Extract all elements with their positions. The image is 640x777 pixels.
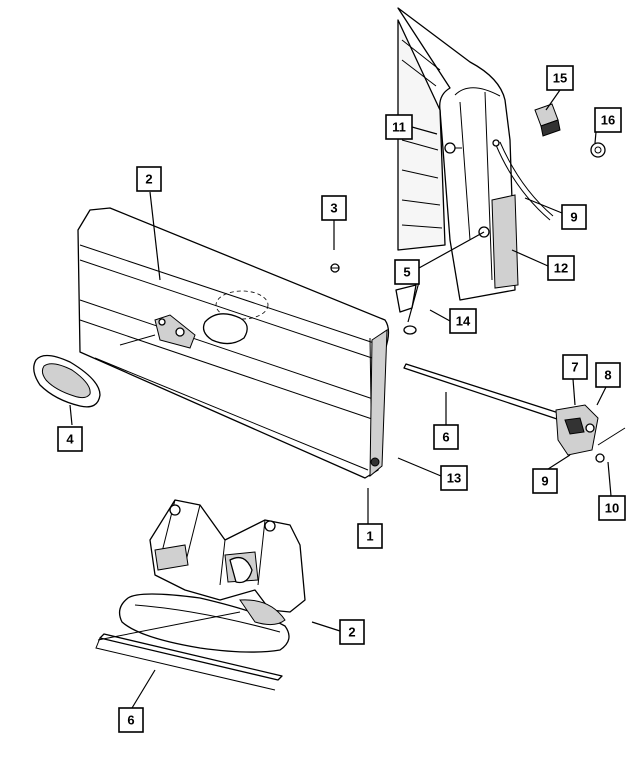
callout-8: 8 bbox=[595, 362, 621, 388]
callout-3-label: 3 bbox=[330, 201, 337, 216]
callout-6-bottom: 6 bbox=[118, 707, 144, 733]
side-latch bbox=[555, 404, 626, 463]
callout-8-label: 8 bbox=[604, 368, 611, 383]
callout-4-label: 4 bbox=[66, 432, 74, 447]
connector-module bbox=[534, 103, 561, 137]
callout-11-label: 11 bbox=[392, 120, 406, 135]
callout-5-label: 5 bbox=[403, 265, 410, 280]
callout-2-top: 2 bbox=[136, 166, 162, 192]
callout-6-bottom-label: 6 bbox=[127, 713, 134, 728]
striker-bolt bbox=[403, 226, 490, 335]
callout-2-bottom-label: 2 bbox=[348, 625, 355, 640]
callout-14-label: 14 bbox=[456, 314, 471, 329]
callout-1-label: 1 bbox=[366, 529, 373, 544]
grommet bbox=[590, 142, 606, 158]
callout-7-label: 7 bbox=[571, 360, 578, 375]
callout-5: 5 bbox=[394, 259, 420, 285]
callout-9-top-label: 9 bbox=[570, 210, 577, 225]
leader-lines bbox=[69, 89, 612, 709]
callout-6-mid-label: 6 bbox=[442, 430, 449, 445]
callout-12-label: 12 bbox=[554, 261, 568, 276]
callout-1: 1 bbox=[357, 523, 383, 549]
handle-bezel bbox=[33, 354, 101, 408]
callout-3: 3 bbox=[321, 195, 347, 221]
callout-15: 15 bbox=[546, 65, 574, 91]
callout-6-mid: 6 bbox=[433, 424, 459, 450]
callout-13: 13 bbox=[440, 465, 468, 491]
callout-4: 4 bbox=[57, 426, 83, 452]
callout-15-label: 15 bbox=[553, 71, 567, 86]
callout-11: 11 bbox=[385, 114, 413, 140]
callout-16: 16 bbox=[594, 107, 622, 133]
callout-10: 10 bbox=[598, 495, 626, 521]
handle-assembly-detail bbox=[95, 499, 306, 691]
wiring-harness bbox=[492, 139, 554, 221]
callout-16-label: 16 bbox=[601, 113, 615, 128]
callout-9-top: 9 bbox=[561, 204, 587, 230]
bed-bolt bbox=[444, 142, 462, 154]
clip-fastener bbox=[330, 263, 340, 273]
callout-13-label: 13 bbox=[447, 471, 461, 486]
tailgate-panel bbox=[77, 207, 390, 479]
callout-10-label: 10 bbox=[605, 501, 619, 516]
latch-rod bbox=[403, 363, 566, 421]
callout-14: 14 bbox=[449, 308, 477, 334]
callout-9-right-label: 9 bbox=[541, 474, 548, 489]
callout-2-top-label: 2 bbox=[145, 172, 152, 187]
callout-7: 7 bbox=[562, 354, 588, 380]
callout-2-bottom: 2 bbox=[339, 619, 365, 645]
callout-9-right: 9 bbox=[532, 468, 558, 494]
callout-12: 12 bbox=[547, 255, 575, 281]
